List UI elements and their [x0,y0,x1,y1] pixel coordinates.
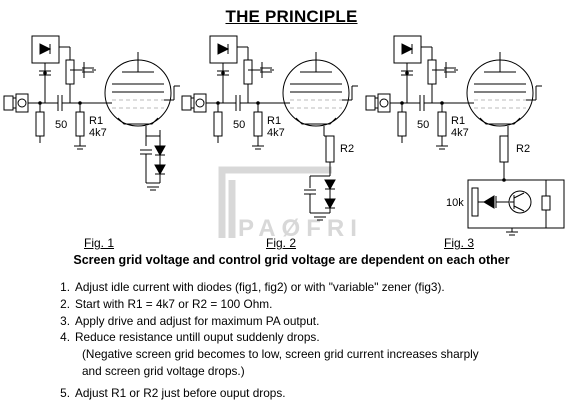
cathode [295,117,337,125]
rectifier-diode-symbol [401,43,414,55]
cathode [117,117,159,125]
junction-dot [43,71,47,75]
bnc-input-connector [365,95,376,111]
step-1: 1.Adjust idle current with diodes (fig1,… [60,280,445,294]
resistor-r1 [75,111,85,137]
r2-label: R2 [340,143,354,155]
resistor-r1 [437,111,447,137]
r1-value-label: 4k7 [267,127,285,139]
zener-diode-2 [324,198,336,210]
r1-label: R1 [267,115,281,127]
junction-dot [502,178,506,182]
page-title: THE PRINCIPLE [225,7,358,26]
rectifier-diode-symbol [217,43,230,55]
bias-resistor [427,59,437,85]
bias-resistor [65,59,75,85]
resistor-r2 [325,135,335,163]
transistor [513,192,525,199]
resistor-r1 [253,111,263,137]
load-resistor [397,111,407,137]
step-3: 3.Apply drive and adjust for maximum PA … [60,313,320,328]
r1-value-label: 4k7 [451,127,469,139]
watermark-logo [218,166,332,238]
zener-diode [483,195,495,209]
step-4: 4.Reduce resistance untill ouput suddenl… [60,330,320,345]
fig-3-caption: Fig. 3 [444,236,475,250]
resistor-label-50: 50 [233,119,245,131]
cathode [479,117,521,125]
junction-dot [405,71,409,75]
resistor-r2 [499,135,509,163]
r1-label: R1 [89,115,103,127]
transistor [513,205,525,212]
bnc-input-connector [17,98,27,108]
bnc-input-connector [3,95,14,111]
steps-list: 1.Adjust idle current with diodes (fig1,… [52,279,479,402]
load-resistor [213,111,223,137]
r1-label: R1 [451,115,465,127]
bnc-input-connector [195,98,205,108]
zener-diode-2 [154,164,166,176]
pot-value-label: 10k [446,197,464,209]
headline: Screen grid voltage and control grid vol… [73,253,510,267]
fig-2-caption: Fig. 2 [266,236,297,250]
zener-diode-1 [324,179,336,191]
transistor-base-resistor [541,195,551,211]
load-resistor [35,111,45,137]
watermark-text: PAØFRI [238,215,363,242]
r1-value-label: 4k7 [89,127,107,139]
bnc-input-connector [379,98,389,108]
step-5: 5.Adjust R1 or R2 just before ouput drop… [60,385,286,400]
step-4-note-2: and screen grid voltage drops.) [82,363,245,378]
junction-dot [221,71,225,75]
zener-diode-1 [154,145,166,157]
resistor-label-50: 50 [417,119,429,131]
bnc-input-connector [181,95,192,111]
step-2: 2.Start with R1 = 4k7 or R2 = 100 Ohm. [60,296,273,311]
resistor-label-50: 50 [55,119,67,131]
fig-1-caption: Fig. 1 [84,236,115,250]
bias-resistor [243,59,253,85]
potentiometer [471,187,479,217]
r2-label: R2 [516,143,530,155]
step-4-note-1: (Negative screen grid becomes to low, sc… [82,347,479,362]
rectifier-diode-symbol [39,43,52,55]
